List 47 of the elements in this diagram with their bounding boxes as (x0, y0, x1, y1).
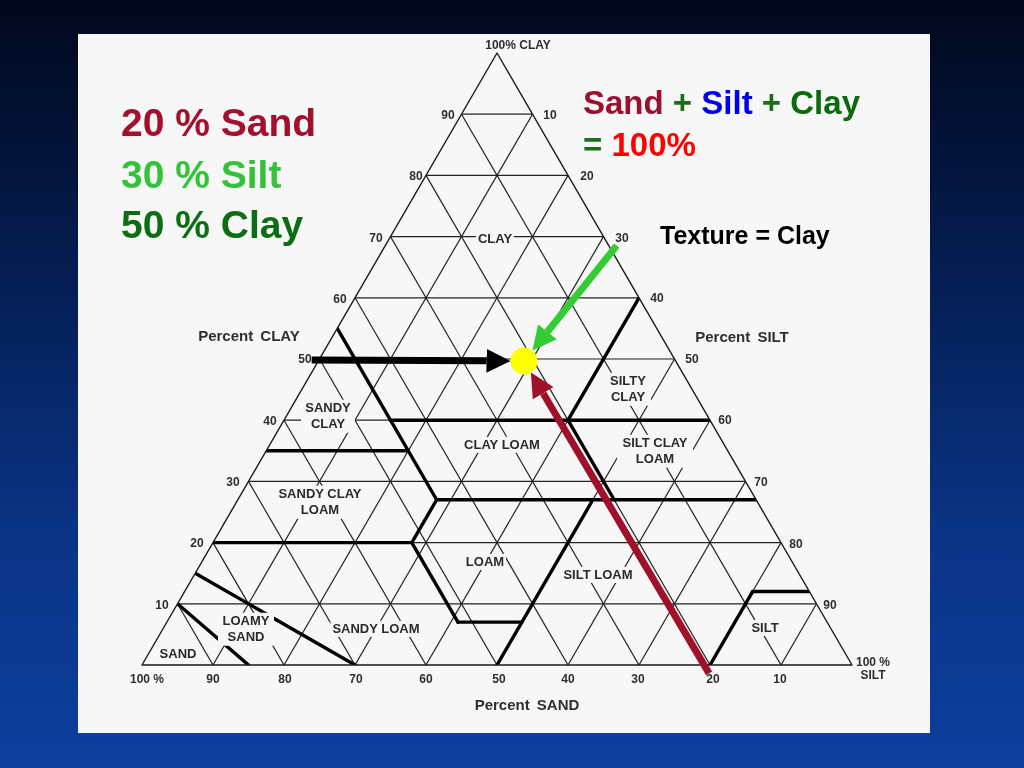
axis-tick-label: 50 (492, 673, 506, 687)
composition-line: 30 % Silt (121, 153, 282, 197)
arrow (311, 348, 511, 373)
axis-tick-label: 80 (409, 170, 423, 184)
axis-tick-label: 10 (543, 109, 557, 123)
axis-tick-label: 30 (615, 232, 629, 246)
texture-class-label: SILT LOAM (561, 566, 635, 584)
axis-tick-label: 20 (580, 170, 594, 184)
axis-tick-label: 50 (685, 353, 699, 367)
axis-tick-label: 40 (561, 673, 575, 687)
texture-class-label: CLAY LOAM (462, 436, 542, 454)
texture-class-label: LOAM (463, 553, 507, 571)
axis-end-label: 100 % SILT (855, 656, 891, 682)
axis-tick-label: 40 (263, 415, 277, 429)
axis-title: Percent SAND (474, 696, 580, 714)
axis-tick-label: 70 (349, 673, 363, 687)
axis-title: Percent CLAY (198, 327, 300, 345)
axis-tick-label: 40 (650, 292, 664, 306)
axis-tick-label: 70 (369, 232, 383, 246)
axis-tick-label: 20 (706, 673, 720, 687)
axis-tick-label: 10 (155, 599, 169, 613)
axis-tick-label: 90 (206, 673, 220, 687)
axis-tick-label: 90 (441, 109, 455, 123)
axis-tick-label: 60 (419, 673, 433, 687)
axis-tick-label: 80 (789, 538, 803, 552)
texture-class-label: SILT CLAY LOAM (617, 434, 693, 468)
axis-tick-label: 30 (226, 476, 240, 490)
composition-line: 50 % Clay (121, 203, 304, 247)
axis-tick-label: 60 (718, 414, 732, 428)
axis-tick-label: 100 % (130, 673, 164, 687)
axis-tick-label: 30 (631, 673, 645, 687)
texture-class-label: SANDY LOAM (330, 620, 422, 638)
axis-tick-label: 10 (773, 673, 787, 687)
axis-tick-label: 80 (278, 673, 292, 687)
axis-tick-label: 20 (190, 537, 204, 551)
axis-tick-label: 70 (754, 476, 768, 490)
axis-tick-label: 90 (823, 599, 837, 613)
texture-class-label: SILT (749, 619, 781, 637)
composition-line: 20 % Sand (121, 101, 317, 145)
axis-tick-label: 50 (298, 353, 312, 367)
texture-class-label: LOAMY SAND (218, 612, 274, 646)
sum-equation: Sand + Silt + Clay = 100% (583, 83, 861, 165)
axis-end-label: 100% CLAY (485, 38, 551, 52)
axis-tick-label: 60 (333, 293, 347, 307)
texture-result: Texture = Clay (660, 222, 830, 250)
texture-class-label: SANDY CLAY (301, 399, 355, 433)
axis-title: Percent SILT (695, 328, 789, 346)
